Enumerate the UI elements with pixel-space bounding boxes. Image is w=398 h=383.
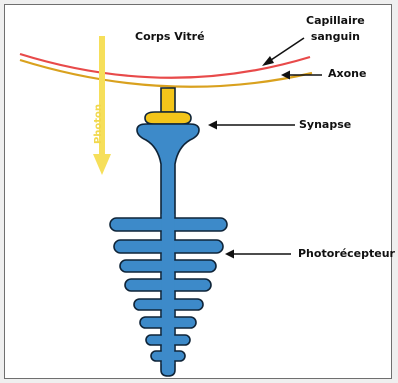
vitreous-label: Corps Vitré <box>135 30 205 43</box>
axon-label: Axone <box>328 67 366 80</box>
photoreceptor-shape <box>110 124 227 376</box>
photoreceptor-label: Photorécepteur <box>298 247 395 260</box>
synapse-shape <box>145 88 191 124</box>
synapse-pointer <box>208 121 295 130</box>
photon-label: Photon <box>93 104 104 144</box>
photoreceptor-pointer <box>225 250 291 259</box>
synapse-label: Synapse <box>299 118 351 131</box>
capillary-curve <box>20 54 310 78</box>
capillary-pointer <box>262 38 304 66</box>
capillary-label: Capillaire sanguin <box>306 13 365 45</box>
